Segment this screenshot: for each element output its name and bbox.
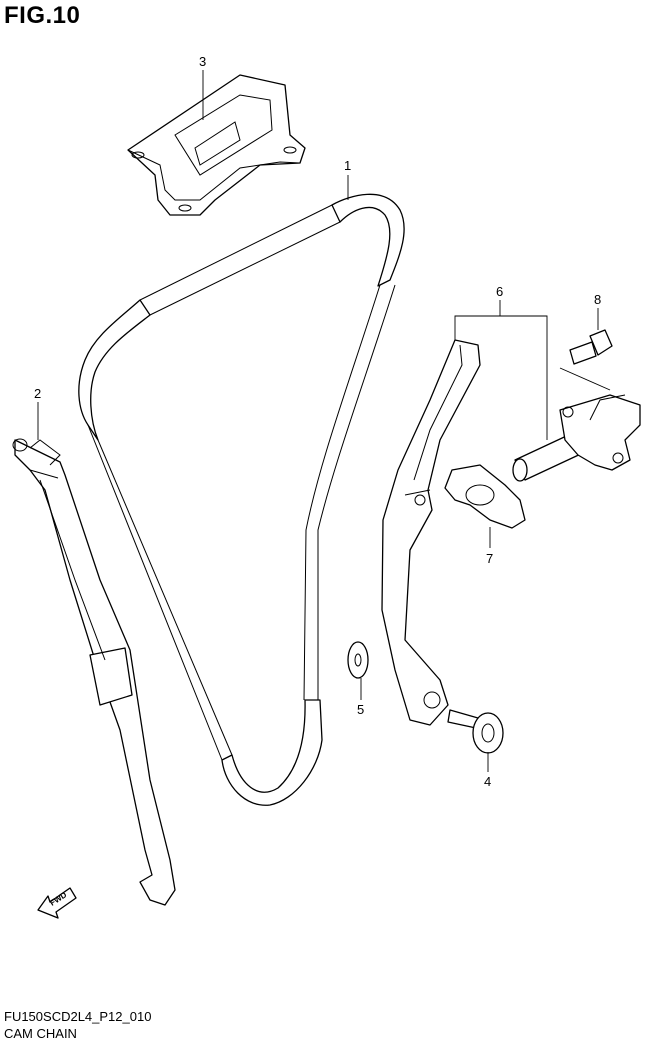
part-6-tensioner-arm[interactable] [381, 339, 481, 726]
part-7-gasket[interactable] [444, 464, 526, 529]
part-4-pivot-bolt[interactable] [447, 709, 504, 754]
callout-1: 1 [344, 158, 351, 173]
callout-2: 2 [34, 386, 41, 401]
figure-title: FIG.10 [4, 2, 81, 29]
part-5-washer[interactable] [347, 641, 369, 679]
part-8-bolt[interactable] [559, 329, 613, 391]
leader-lines [37, 70, 599, 772]
figure-footer: FU150SCD2L4_P12_010 CAM CHAIN [4, 1008, 151, 1042]
callout-7: 7 [486, 551, 493, 566]
figure-caption: CAM CHAIN [4, 1026, 77, 1041]
part-3-bracket[interactable] [127, 74, 306, 216]
exploded-diagram: 3 1 2 6 8 7 5 4 FWD [12, 54, 641, 919]
callout-3: 3 [199, 54, 206, 69]
callout-4: 4 [484, 774, 491, 789]
callout-8: 8 [594, 292, 601, 307]
callout-6: 6 [496, 284, 503, 299]
part-2-chain-guide[interactable] [12, 438, 176, 906]
callout-5: 5 [357, 702, 364, 717]
part-1-cam-chain[interactable] [78, 193, 405, 806]
tensioner-adjuster[interactable] [512, 394, 641, 482]
figure-code: FU150SCD2L4_P12_010 [4, 1009, 152, 1024]
fwd-arrow-icon: FWD [37, 887, 77, 919]
